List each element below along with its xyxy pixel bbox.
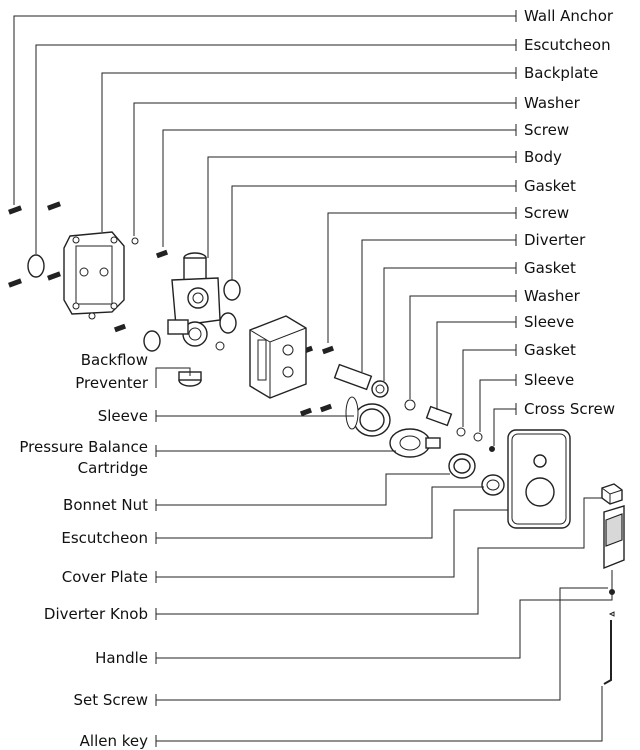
label-sleeve: Sleeve — [524, 313, 574, 331]
label-bonnet-nut: Bonnet Nut — [63, 496, 148, 514]
washer — [131, 237, 139, 245]
small-fitting — [215, 341, 225, 351]
label-screw: Screw — [524, 121, 569, 139]
label-allen-key: Allen key — [80, 732, 148, 750]
label-set-screw: Set Screw — [73, 691, 148, 709]
escutcheon-disc — [27, 254, 45, 278]
label-escutcheon: Escutcheon — [524, 36, 611, 54]
label-gasket-3: Gasket — [524, 341, 576, 359]
gasket-ring — [219, 312, 237, 334]
label-pressure-line1: Pressure Balance — [19, 438, 148, 456]
label-wall-anchor: Wall Anchor — [524, 7, 614, 25]
parts-illustration — [8, 201, 625, 685]
label-diverter-knob: Diverter Knob — [44, 605, 148, 623]
allen-key — [603, 611, 615, 685]
gasket-ring — [223, 279, 241, 301]
gasket-ring — [143, 330, 161, 352]
label-washer-2: Washer — [524, 287, 581, 305]
left-leader-lines — [155, 367, 613, 747]
diverter-knob — [601, 483, 623, 505]
bonnet-nut — [448, 453, 476, 479]
washer-small — [404, 399, 416, 411]
label-backplate: Backplate — [524, 64, 598, 82]
valve-body — [167, 252, 221, 347]
right-labels: Wall Anchor Escutcheon Backplate Washer … — [524, 7, 615, 418]
label-washer: Washer — [524, 94, 581, 112]
label-gasket: Gasket — [524, 177, 576, 195]
backplate — [63, 231, 125, 315]
label-cover-plate: Cover Plate — [62, 568, 148, 586]
label-body: Body — [524, 148, 562, 166]
label-backflow-line2: Preventer — [75, 374, 149, 392]
pressure-balance-cartridge — [389, 428, 441, 458]
label-backflow-line1: Backflow — [81, 351, 148, 369]
cover-plate — [507, 429, 571, 529]
sleeve-tiny — [473, 432, 483, 442]
washer — [88, 312, 96, 320]
label-cross-screw: Cross Screw — [524, 400, 615, 418]
sleeve-small — [425, 405, 453, 427]
mounting-box — [249, 315, 307, 399]
label-diverter: Diverter — [524, 231, 586, 249]
label-screw-2: Screw — [524, 204, 569, 222]
label-sleeve-left: Sleeve — [98, 407, 148, 425]
label-handle: Handle — [95, 649, 148, 667]
left-labels: Backflow Preventer Sleeve Pressure Balan… — [19, 351, 148, 750]
label-gasket-2: Gasket — [524, 259, 576, 277]
handle — [603, 505, 625, 570]
diverter — [333, 363, 389, 398]
label-escutcheon-left: Escutcheon — [61, 529, 148, 547]
label-pressure-line2: Cartridge — [78, 459, 148, 477]
cross-screw — [489, 446, 495, 452]
right-leader-lines — [13, 10, 517, 446]
large-sleeve — [345, 396, 391, 437]
gasket-small — [456, 427, 466, 437]
escutcheon-ring — [481, 474, 505, 496]
label-sleeve-2: Sleeve — [524, 371, 574, 389]
